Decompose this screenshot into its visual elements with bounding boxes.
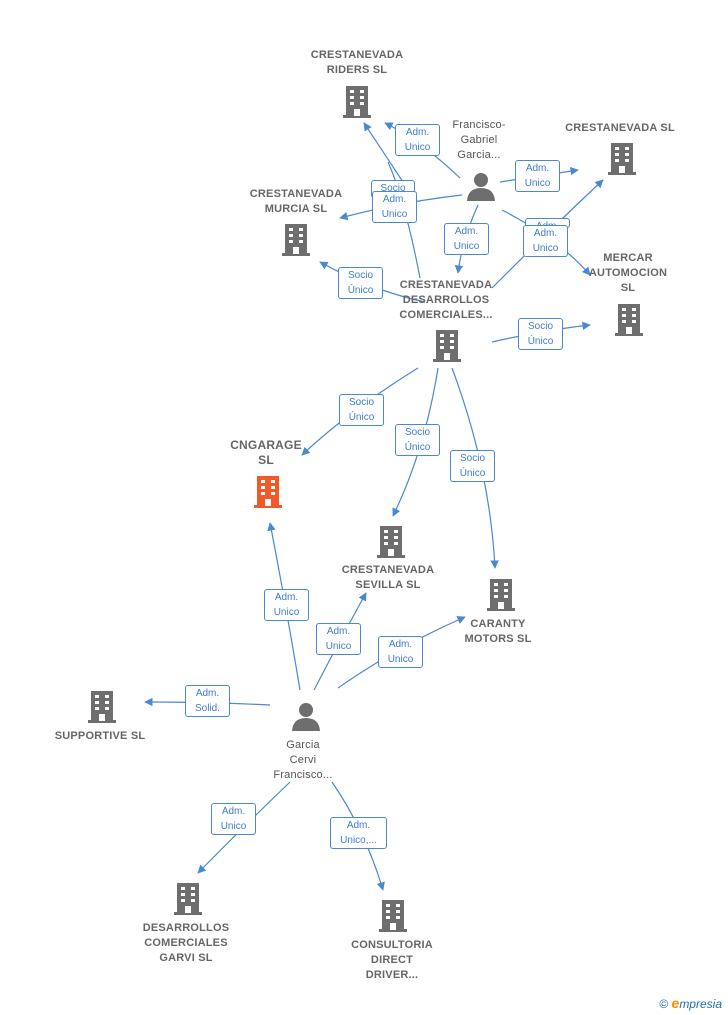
building-icon-caranty xyxy=(487,579,515,611)
edge-label-desarr-caranty[interactable]: Socio Único xyxy=(450,450,495,482)
edge-label-desarr-sevilla[interactable]: Socio Único xyxy=(395,424,440,456)
node-label-sevilla[interactable]: CRESTANEVADA SEVILLA SL xyxy=(341,564,435,591)
person-icon-garcia xyxy=(292,703,320,731)
node-label-garcia[interactable]: Garcia Cervi Francisco... xyxy=(273,739,333,781)
node-label-murcia[interactable]: CRESTANEVADA MURCIA SL xyxy=(249,188,343,215)
building-icon-consultoria xyxy=(379,900,407,932)
building-icon-riders xyxy=(343,86,371,118)
edge-label-desarr-cngarage[interactable]: Socio Único xyxy=(339,394,384,426)
node-label-consultoria[interactable]: CONSULTORIA DIRECT DRIVER... xyxy=(351,939,433,981)
edge-label-francisco-riders[interactable]: Adm. Unico xyxy=(395,124,440,156)
edge-label-garcia-supportive[interactable]: Adm. Solid. xyxy=(185,685,230,717)
edge-label-francisco-desarr[interactable]: Adm. Unico xyxy=(444,223,489,255)
edge-label-desarr-mercar[interactable]: Socio Único xyxy=(518,318,563,350)
edge-label-desarr-murcia[interactable]: Socio Único xyxy=(338,267,383,299)
edge-label-garcia-cngarage[interactable]: Adm. Unico xyxy=(264,589,309,621)
brand-rest: mpresia xyxy=(679,997,722,1011)
edge-label-francisco-cresta[interactable]: Adm. Unico xyxy=(515,160,560,192)
building-icon-supportive xyxy=(88,691,116,723)
edge-label-garcia-caranty[interactable]: Adm. Unico xyxy=(378,636,423,668)
building-icon-desarr xyxy=(433,330,461,362)
edge-label-francisco-mercar[interactable]: Adm. Unico xyxy=(523,225,568,257)
node-label-cresta[interactable]: CRESTANEVADA SL xyxy=(565,122,675,134)
brand-logo: © empresia xyxy=(659,995,722,1011)
person-icon-francisco xyxy=(467,173,495,201)
node-label-caranty[interactable]: CARANTY MOTORS SL xyxy=(464,618,532,645)
copyright-symbol: © xyxy=(659,997,669,1011)
node-label-supportive[interactable]: SUPPORTIVE SL xyxy=(54,730,146,742)
node-label-mercar[interactable]: MERCAR AUTOMOCION SL xyxy=(588,252,668,294)
building-icon-mercar xyxy=(615,304,643,336)
building-icon-cresta xyxy=(608,143,636,175)
node-label-francisco[interactable]: Francisco- Gabriel Garcia... xyxy=(452,119,506,161)
brand-e: e xyxy=(671,995,680,1011)
edge-label-garcia-garvi[interactable]: Adm. Unico xyxy=(211,803,256,835)
edge-label-francisco-murcia[interactable]: Adm. Unico xyxy=(372,191,417,223)
edge-label-garcia-consultoria[interactable]: Adm. Unico,... xyxy=(330,817,387,849)
node-label-riders[interactable]: CRESTANEVADA RIDERS SL xyxy=(310,49,404,76)
node-label-cngarage[interactable]: CNGARAGE SL xyxy=(230,438,302,467)
building-icon-murcia xyxy=(282,224,310,256)
node-label-garvi[interactable]: DESARROLLOS COMERCIALES GARVI SL xyxy=(142,922,230,964)
building-icon-sevilla xyxy=(377,526,405,558)
node-label-desarr[interactable]: CRESTANEVADA DESARROLLOS COMERCIALES... xyxy=(399,279,493,321)
building-icon-cngarage xyxy=(254,476,282,508)
edge-francisco-riders xyxy=(363,122,408,189)
edge-label-garcia-sevilla[interactable]: Adm. Unico xyxy=(316,623,361,655)
building-icon-garvi xyxy=(174,883,202,915)
